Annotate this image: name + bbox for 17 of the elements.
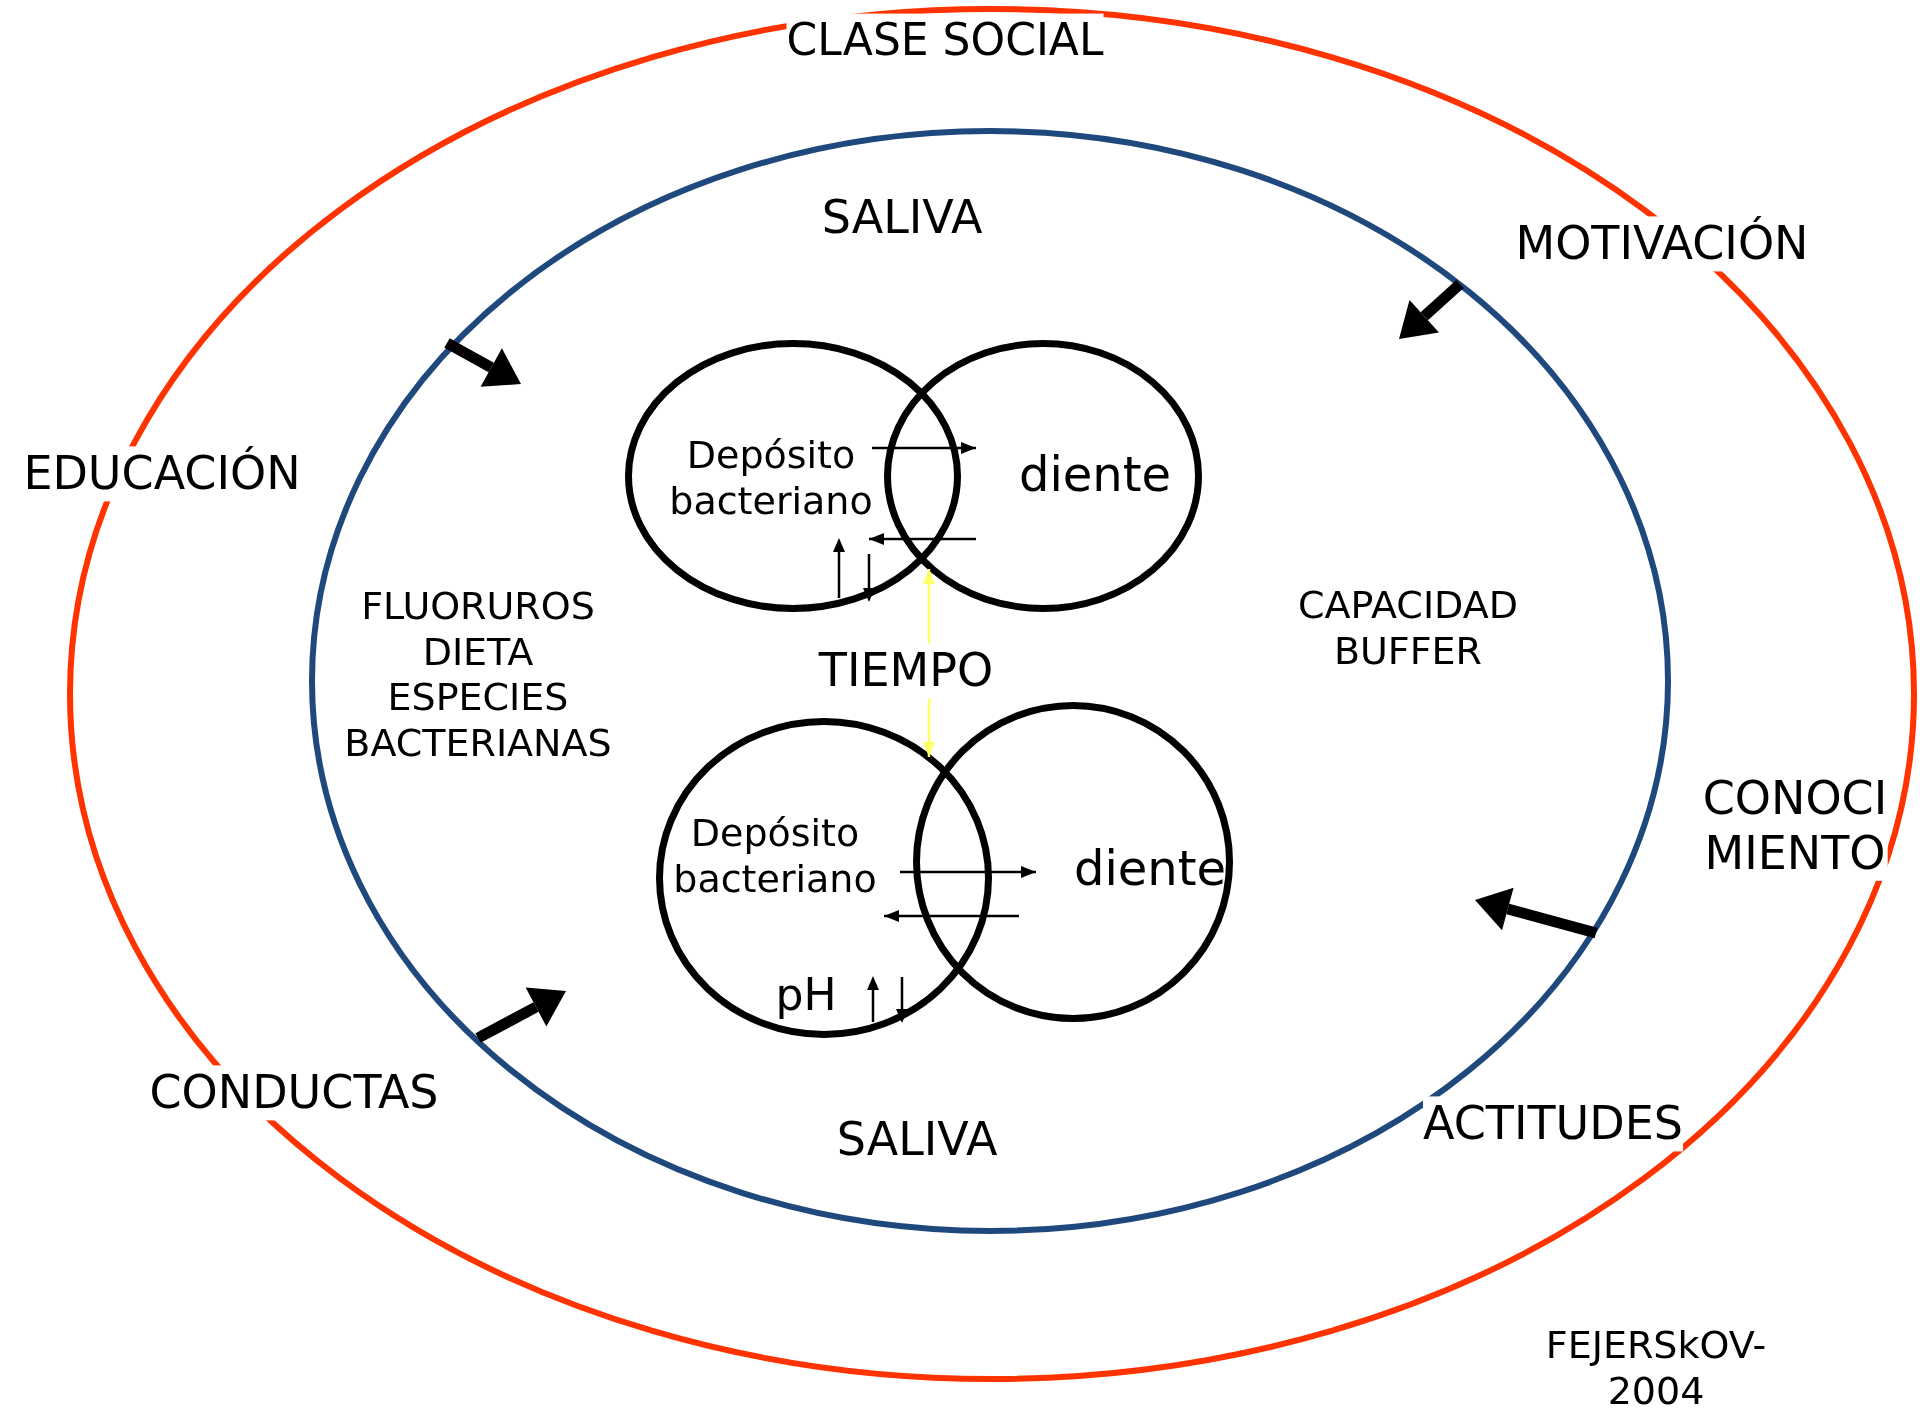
zone-label: TIEMPO [818,643,994,699]
circle [913,702,1233,1022]
arrow [869,533,976,545]
circle-label: Depósito bacteriano [669,433,873,525]
arrow [900,866,1036,878]
factor-label: ACTITUDES [1423,1096,1683,1152]
circle [884,340,1202,612]
arrow [923,569,935,757]
arrow [872,442,976,454]
circle [656,718,992,1038]
circle-label: diente [1073,840,1227,898]
circle-label: diente [1018,446,1172,504]
factor-label: CONDUCTAS [149,1065,439,1121]
arrow [884,910,1019,922]
circle-label: pH [775,968,837,1022]
circle [625,340,961,612]
circle-label: Depósito bacteriano [673,811,877,903]
